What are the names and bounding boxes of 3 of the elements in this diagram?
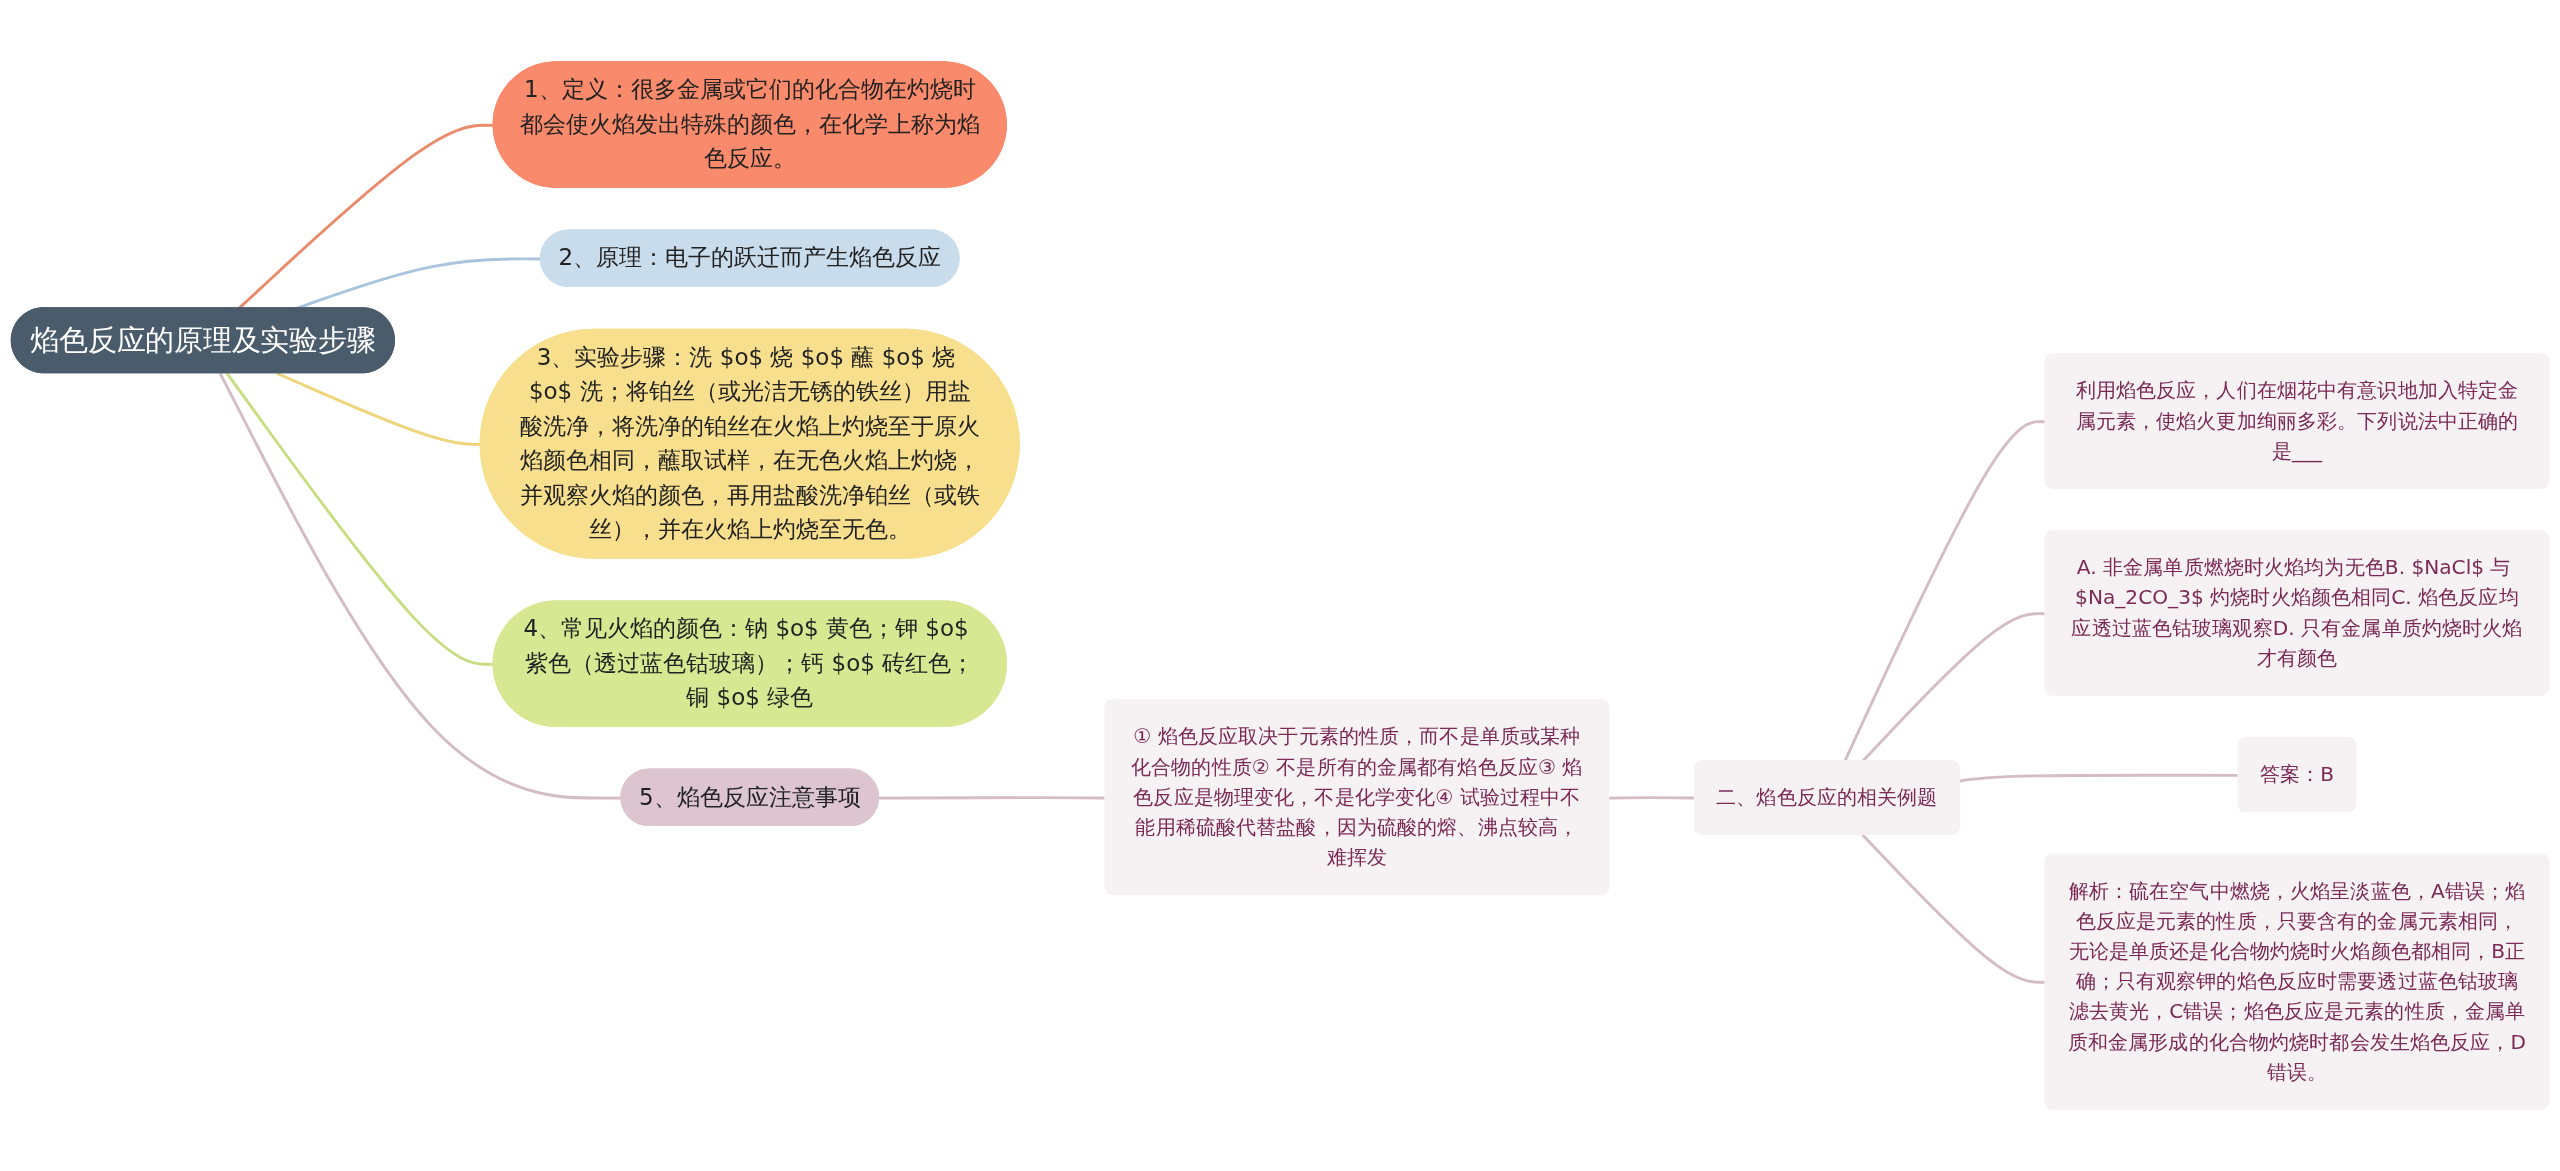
connector <box>1959 773 2239 783</box>
connector <box>879 796 1106 800</box>
connector <box>218 372 622 800</box>
